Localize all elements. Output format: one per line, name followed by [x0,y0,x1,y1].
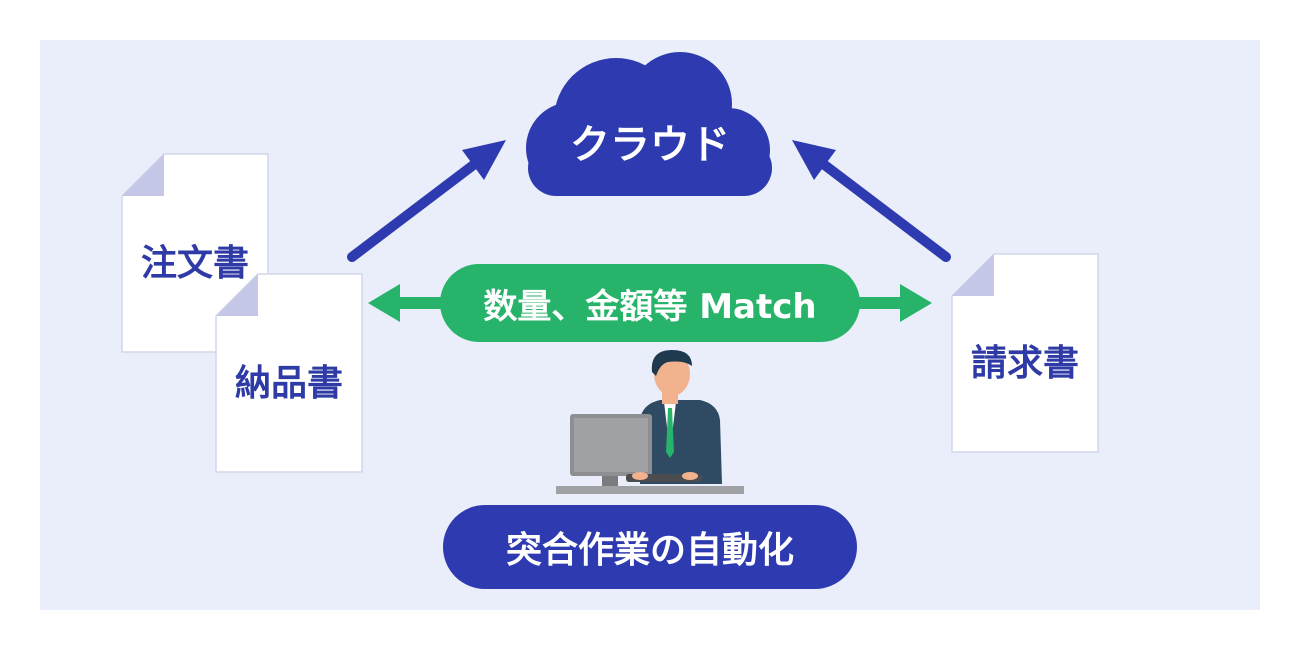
delivery-document-label: 納品書 [234,363,343,404]
match-pill: 数量、金額等 Match [440,264,860,342]
order-document: 注文書 [122,154,268,352]
invoice-document: 請求書 [952,254,1098,452]
delivery-document: 納品書 [216,274,362,472]
automation-pill-label: 突合作業の自動化 [505,530,794,571]
invoice-document-icon [951,253,1099,453]
cloud-icon [526,52,772,196]
arrow-to-cloud-left-icon [347,140,506,262]
order-document-label: 注文書 [140,243,249,284]
match-pill-label: 数量、金額等 Match [483,286,817,327]
invoice-document-label: 請求書 [970,343,1079,384]
delivery-document-icon [215,273,363,473]
automation-pill: 突合作業の自動化 [443,505,857,589]
person-at-computer-icon [556,350,744,494]
arrow-to-cloud-right-icon [792,140,951,262]
cloud-label: クラウド [570,122,730,168]
